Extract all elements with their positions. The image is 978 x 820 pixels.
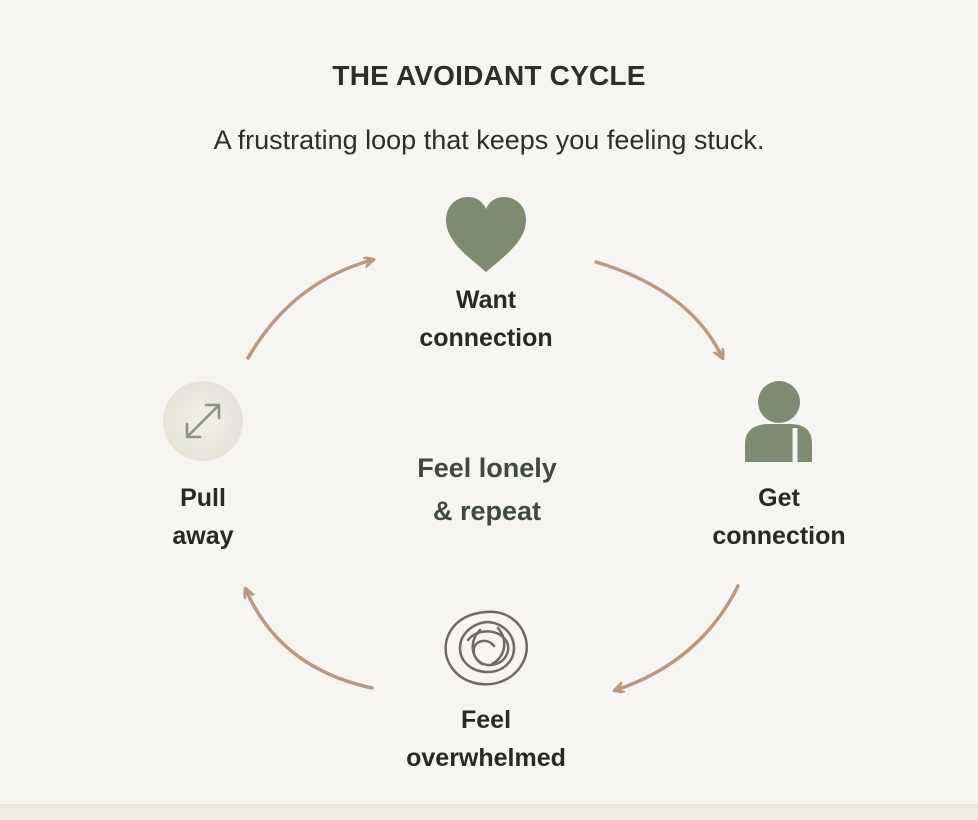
arrow-get-to-overwhelmed <box>616 584 740 690</box>
center-label-line1: Feel lonely <box>417 453 557 483</box>
node-get-connection-line2: connection <box>712 522 846 550</box>
page-title: THE AVOIDANT CYCLE <box>332 60 646 91</box>
node-get-connection: Get connection <box>679 479 879 555</box>
diagonal-expand-arrows-icon <box>185 403 221 439</box>
arrow-pull-to-want <box>246 260 372 360</box>
arrow-want-to-get <box>594 260 722 357</box>
arrow-overwhelmed-to-pull <box>246 590 374 690</box>
center-label: Feel lonely & repeat <box>352 447 622 533</box>
node-pull-away-line1: Pull <box>180 484 226 512</box>
node-want-connection: Want connection <box>386 281 586 357</box>
tangled-rose-icon <box>444 610 529 686</box>
node-feel-overwhelmed: Feel overwhelmed <box>376 701 596 777</box>
node-want-connection-line2: connection <box>419 324 553 352</box>
center-label-line2: & repeat <box>432 496 542 526</box>
node-feel-overwhelmed-line2: overwhelmed <box>406 744 566 772</box>
node-want-connection-line1: Want <box>455 286 517 314</box>
node-pull-away-line2: away <box>172 522 234 550</box>
page-subtitle: A frustrating loop that keeps you feelin… <box>213 125 765 155</box>
person-icon <box>745 381 812 462</box>
heart-icon <box>446 197 526 272</box>
node-feel-overwhelmed-line1: Feel <box>460 706 512 734</box>
node-pull-away: Pull away <box>133 479 273 555</box>
node-get-connection-line1: Get <box>758 484 800 512</box>
